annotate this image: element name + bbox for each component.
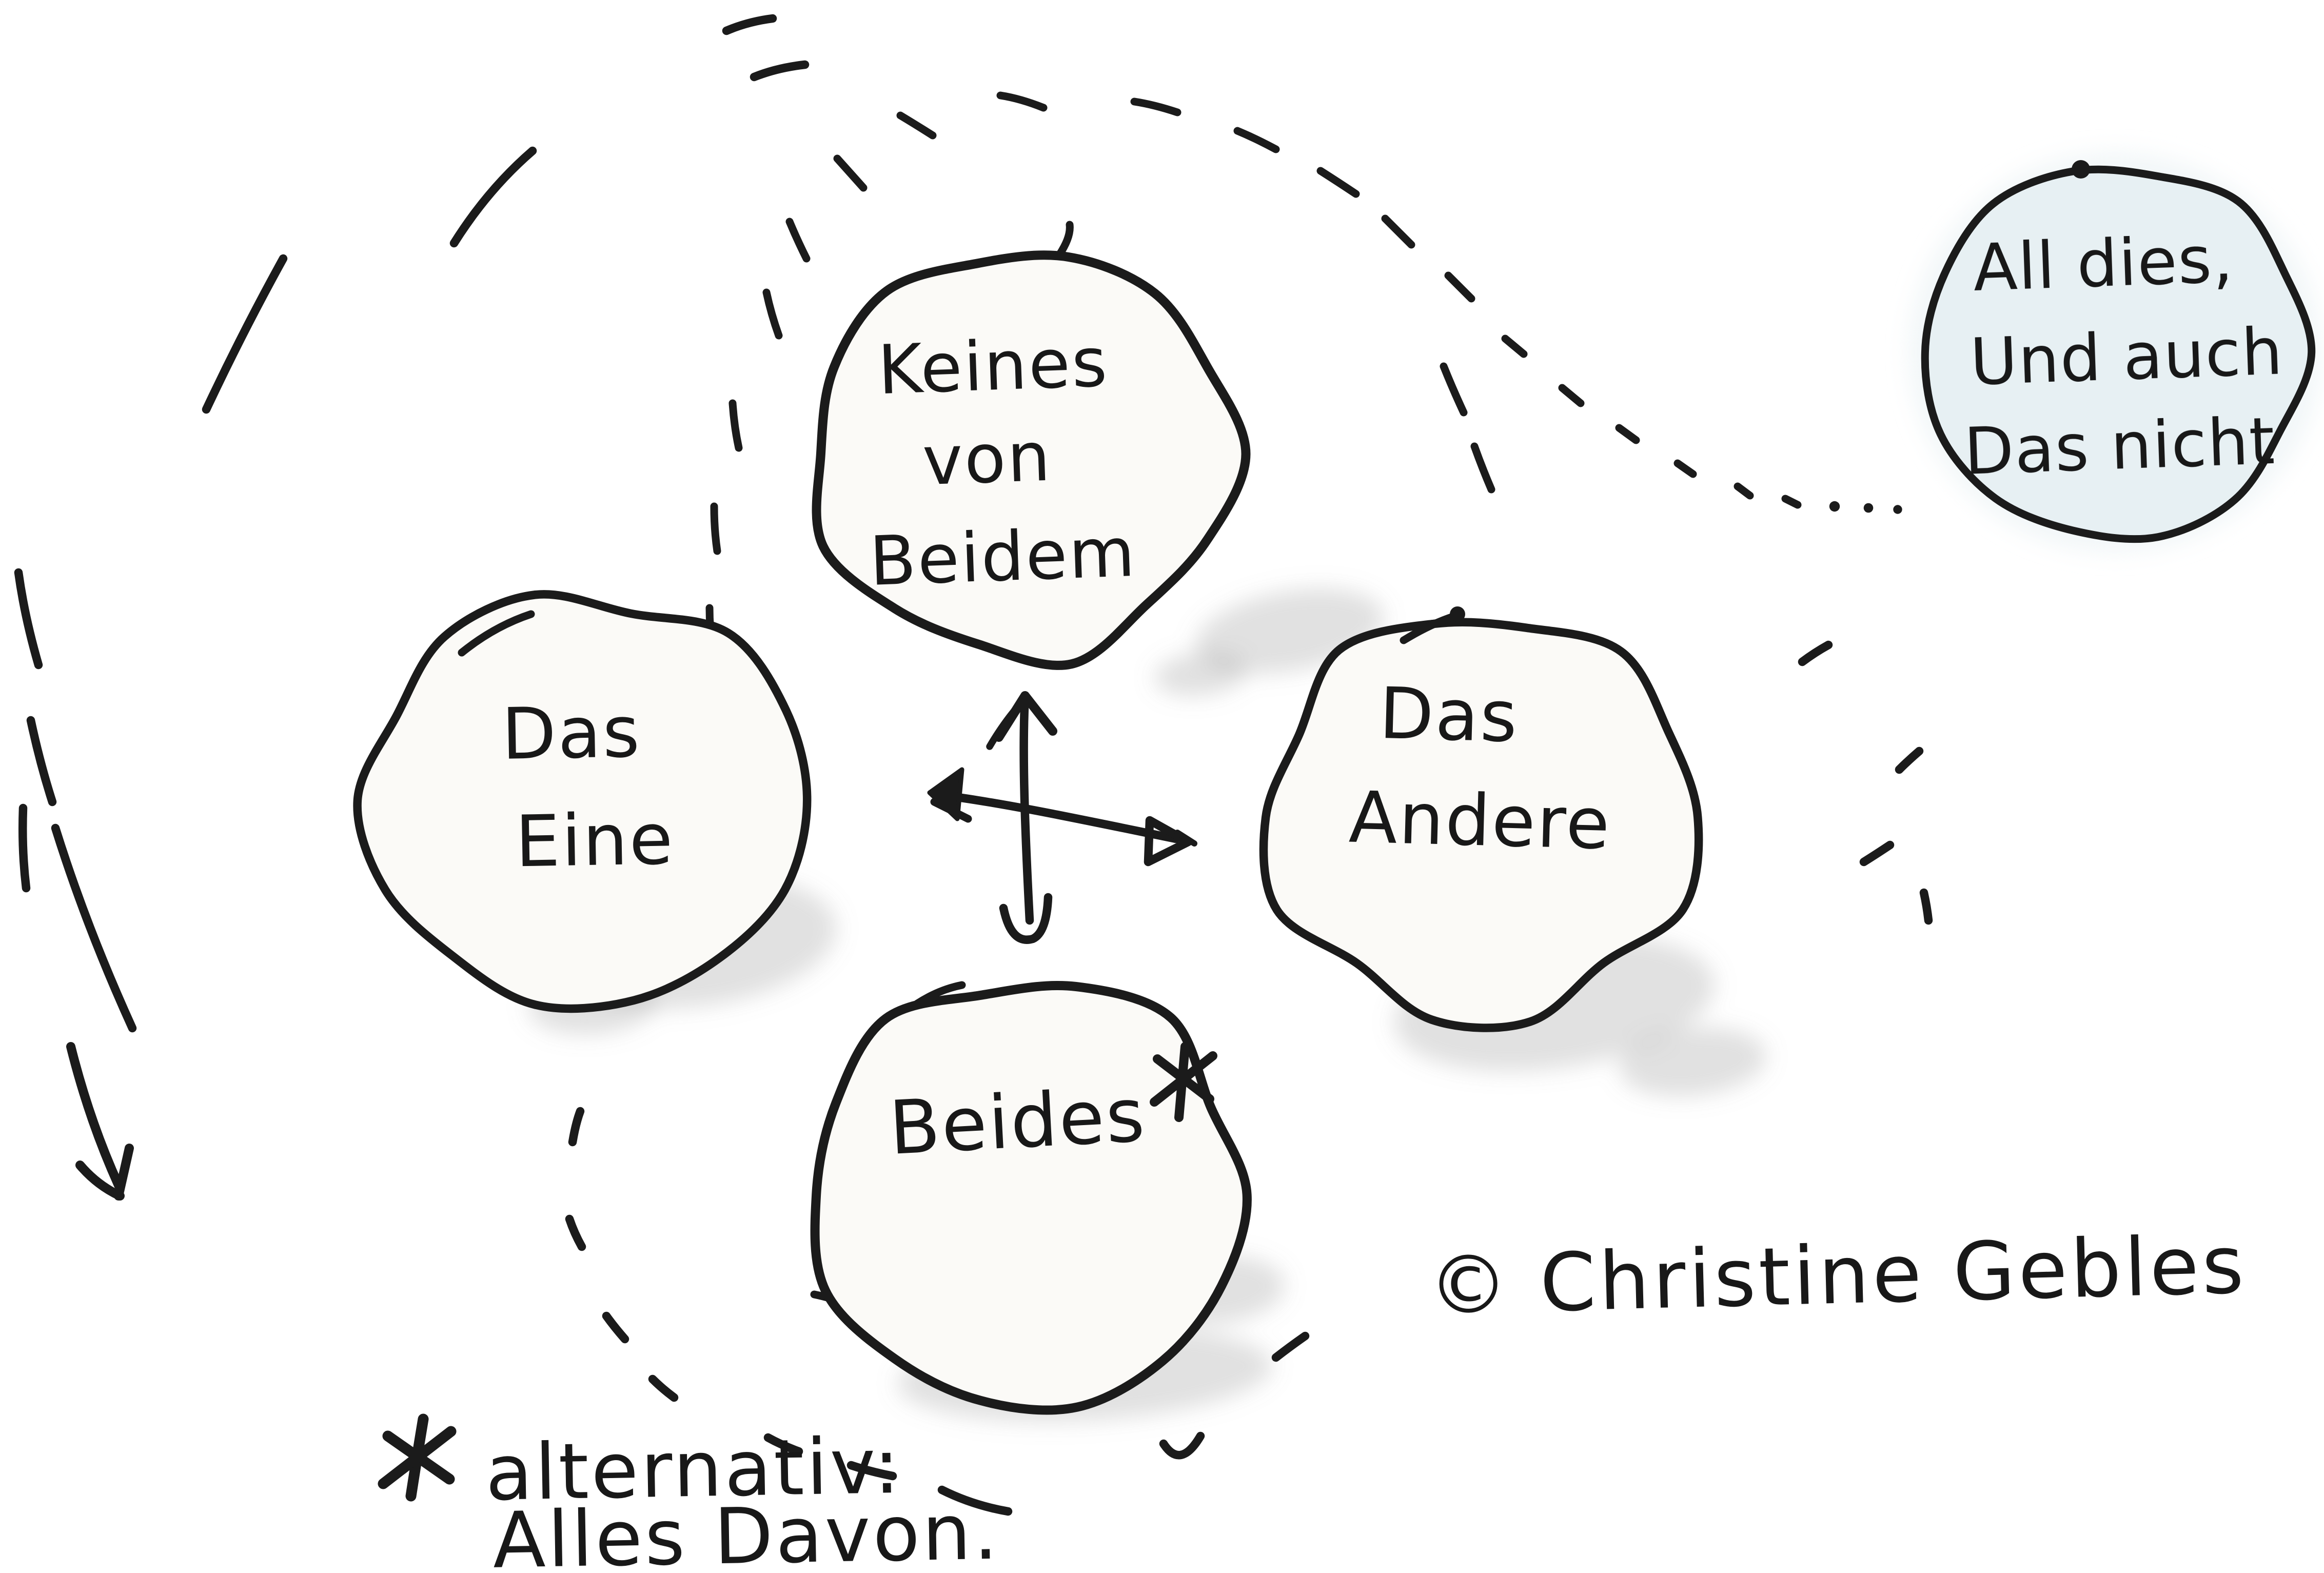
signature: © Christine Gebles bbox=[1427, 1218, 2248, 1333]
center-cross-arrows bbox=[927, 691, 1197, 944]
circle-label: Andere bbox=[1348, 776, 1612, 865]
outer-boundary-arrow bbox=[66, 1042, 134, 1201]
dash-segment bbox=[1440, 362, 1468, 417]
trail-dot bbox=[1558, 384, 1585, 407]
dash-segment bbox=[1130, 97, 1181, 116]
dash-segment bbox=[18, 803, 31, 893]
dash-segment bbox=[202, 254, 288, 414]
dash-segment bbox=[648, 1374, 679, 1402]
circle-label: Das bbox=[501, 691, 642, 776]
arrowhead-hook-down-icon bbox=[999, 893, 1053, 944]
dash-segment bbox=[896, 111, 937, 140]
circle-label: von bbox=[921, 418, 1053, 501]
dash-segment bbox=[1316, 167, 1360, 198]
dash-segment bbox=[846, 1461, 897, 1481]
circle-label: Keines bbox=[877, 323, 1110, 410]
circle-label: Beides bbox=[887, 1072, 1148, 1171]
pen-artifact bbox=[2072, 160, 2090, 179]
footnote: alternativ: Alles Davon. bbox=[378, 1413, 1001, 1573]
dash-segment bbox=[833, 154, 868, 192]
smudge bbox=[1154, 652, 1247, 696]
asterisk-stroke bbox=[1150, 1051, 1217, 1107]
arrowhead-down-icon bbox=[114, 1144, 134, 1201]
arrowhead-right-icon bbox=[1174, 830, 1197, 847]
circle-outline bbox=[1259, 618, 1703, 1032]
signature-text: © Christine Gebles bbox=[1427, 1218, 2248, 1333]
dash-segment bbox=[750, 60, 810, 82]
dash-segment bbox=[602, 1311, 629, 1344]
dash-segment bbox=[1919, 888, 1933, 925]
circle-keines-von-beidem: Keines von Beidem bbox=[812, 221, 1251, 670]
dash-segment bbox=[762, 288, 783, 340]
pen-artifact bbox=[458, 610, 535, 657]
circle-outline bbox=[810, 980, 1252, 1415]
trail-dot bbox=[1893, 505, 1902, 514]
vertical-arrow-shaft bbox=[1019, 691, 1034, 925]
trail-dot bbox=[1673, 459, 1697, 478]
smudge bbox=[1619, 1027, 1767, 1097]
horizontal-arrow-shaft bbox=[930, 790, 1180, 843]
arrowhead-left-icon bbox=[930, 798, 972, 823]
outer-dashed-boundary bbox=[14, 14, 1933, 1516]
arrow-shaft bbox=[66, 1042, 123, 1190]
dash-segment bbox=[722, 14, 777, 35]
circle-label: Eine bbox=[515, 798, 675, 883]
dash-segment bbox=[14, 568, 43, 670]
circle-label: Beidem bbox=[868, 513, 1137, 601]
dash-segment bbox=[1470, 442, 1495, 494]
footnote-line: alternativ: bbox=[485, 1422, 903, 1518]
trail-dot bbox=[1829, 501, 1840, 512]
dash-segment bbox=[1159, 1431, 1205, 1460]
dash-segment bbox=[996, 91, 1048, 112]
circle-outline bbox=[812, 250, 1251, 670]
dash-segment bbox=[26, 716, 57, 807]
trail-dot bbox=[1781, 495, 1802, 509]
asterisk-icon bbox=[378, 1413, 457, 1502]
asterisk-icon bbox=[1150, 1042, 1217, 1122]
dotted-trail bbox=[1501, 335, 1902, 514]
circle-outline bbox=[1921, 165, 2316, 543]
dash-segment bbox=[785, 218, 811, 263]
circle-all-dies: All dies, Und auch Das nicht bbox=[1908, 152, 2321, 553]
trail-dot bbox=[1615, 424, 1640, 444]
pen-artifact bbox=[913, 981, 966, 1008]
pen-artifact bbox=[1450, 606, 1465, 622]
dash-segment bbox=[1381, 214, 1415, 249]
pen-artifact bbox=[1055, 221, 1074, 260]
circle-label: Das bbox=[1378, 672, 1520, 758]
circle-label: Und auch bbox=[1969, 313, 2284, 400]
dash-segment bbox=[568, 1107, 585, 1147]
dash-segment bbox=[1444, 271, 1475, 303]
dash-segment bbox=[1271, 1331, 1310, 1362]
dash-segment bbox=[1233, 127, 1280, 153]
circle-label: Das nicht bbox=[1963, 403, 2277, 489]
circle-label: All dies, bbox=[1972, 221, 2235, 306]
trail-dot bbox=[1501, 335, 1528, 358]
dash-segment bbox=[51, 823, 137, 1033]
footnote-line: Alles Davon. bbox=[492, 1488, 1001, 1573]
dash-segment bbox=[1895, 746, 1924, 774]
dash-segment bbox=[710, 502, 721, 555]
arrowhead-right-icon bbox=[1144, 816, 1193, 867]
circle-das-andere: Das Andere bbox=[1259, 606, 1703, 1032]
dash-segment bbox=[937, 1485, 1013, 1516]
asterisk-stroke bbox=[378, 1426, 457, 1489]
circle-outline bbox=[353, 590, 812, 1013]
trail-dot bbox=[1863, 503, 1874, 513]
dash-segment bbox=[1798, 640, 1833, 666]
dash-segment bbox=[449, 146, 537, 248]
dash-segment bbox=[763, 1433, 803, 1456]
dash-segment bbox=[728, 399, 743, 452]
circle-das-eine: Das Eine bbox=[353, 590, 812, 1013]
dash-segment bbox=[565, 1214, 586, 1251]
dash-segment bbox=[1859, 840, 1895, 867]
arrowhead-up-icon bbox=[986, 698, 1026, 750]
trail-dot bbox=[1734, 482, 1754, 500]
circle-beides: Beides bbox=[810, 980, 1252, 1415]
